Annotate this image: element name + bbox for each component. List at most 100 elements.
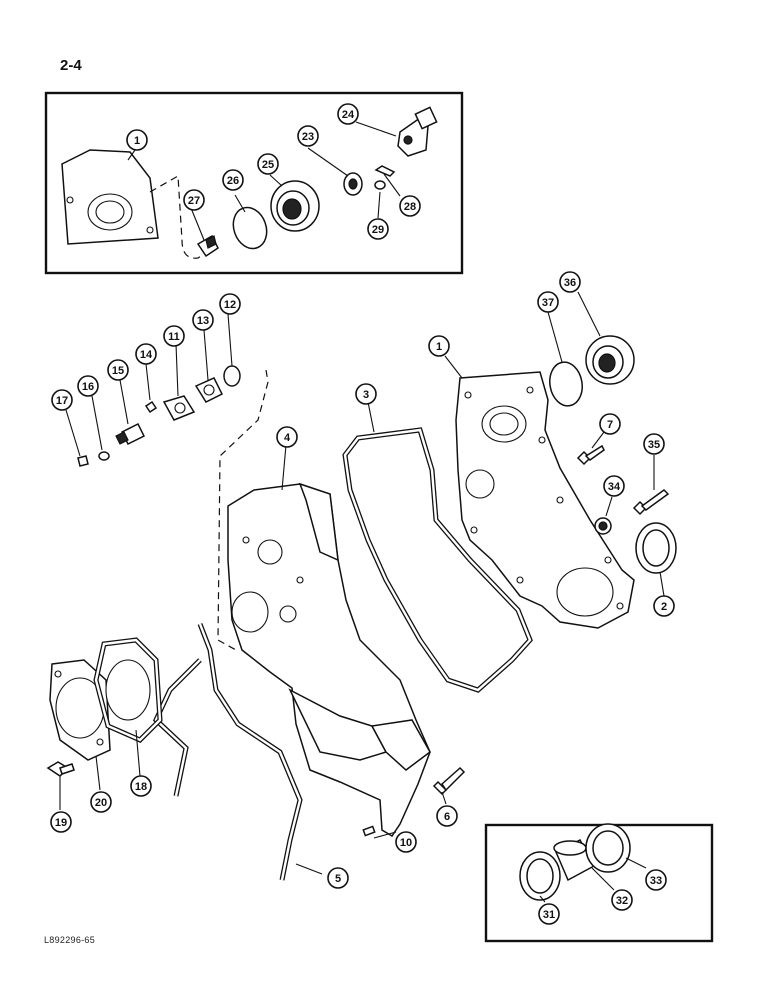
callout-4: 4 <box>276 426 298 448</box>
seal-36 <box>585 335 635 385</box>
callout-29: 29 <box>367 218 389 240</box>
callout-27: 27 <box>183 189 205 211</box>
svg-text:17: 17 <box>56 395 68 407</box>
fitting-34 <box>594 517 612 535</box>
svg-text:25: 25 <box>262 159 274 171</box>
callout-18: 18 <box>130 775 152 797</box>
inset-dashed-line <box>149 175 211 259</box>
svg-text:7: 7 <box>607 419 613 431</box>
front-gear-cover <box>455 371 635 629</box>
callout-2: 2 <box>653 595 675 617</box>
top-inset-frame <box>44 91 464 275</box>
screw-14 <box>144 400 158 414</box>
svg-text:29: 29 <box>372 224 384 236</box>
callout-26: 26 <box>222 169 244 191</box>
callout-12: 12 <box>219 293 241 315</box>
callout-15: 15 <box>107 359 129 381</box>
callout-3: 3 <box>355 383 377 405</box>
svg-text:2: 2 <box>661 601 667 613</box>
svg-text:35: 35 <box>648 439 660 451</box>
svg-text:1: 1 <box>134 135 140 147</box>
seal-33 <box>585 823 631 873</box>
svg-text:28: 28 <box>404 201 416 213</box>
callout-25: 25 <box>257 153 279 175</box>
sleeve-32 <box>553 839 596 882</box>
oil-seal-2 <box>635 522 677 574</box>
svg-text:6: 6 <box>444 811 450 823</box>
ring-12 <box>223 365 241 387</box>
callout-28: 28 <box>399 195 421 217</box>
o-ring-16 <box>98 451 110 461</box>
svg-text:36: 36 <box>564 277 576 289</box>
svg-text:1: 1 <box>436 341 442 353</box>
svg-text:27: 27 <box>188 195 200 207</box>
bottom-inset-frame <box>484 823 714 943</box>
callout-20: 20 <box>90 791 112 813</box>
page-number: 2-4 <box>60 57 82 74</box>
callout-13: 13 <box>192 309 214 331</box>
callout-14: 14 <box>135 343 157 365</box>
nut-17 <box>77 455 89 467</box>
svg-text:13: 13 <box>197 315 209 327</box>
svg-text:26: 26 <box>227 175 239 187</box>
dowel-pin <box>362 825 376 837</box>
svg-text:14: 14 <box>140 349 153 361</box>
inset-washer-23 <box>343 172 363 196</box>
svg-text:4: 4 <box>284 432 291 444</box>
callout-19: 19 <box>50 811 72 833</box>
lower-gasket <box>152 623 303 881</box>
bolt-19 <box>46 761 75 777</box>
svg-text:3: 3 <box>363 389 369 401</box>
svg-text:18: 18 <box>135 781 147 793</box>
gear-cover-gasket <box>342 427 533 693</box>
svg-text:12: 12 <box>224 299 236 311</box>
gear-housing <box>227 482 431 838</box>
cover-plate-gasket <box>93 637 163 743</box>
svg-text:19: 19 <box>55 817 67 829</box>
svg-text:20: 20 <box>95 797 107 809</box>
callout-32: 32 <box>611 889 633 911</box>
callout-1-inset: 1 <box>126 129 148 151</box>
svg-text:15: 15 <box>112 365 124 377</box>
svg-text:32: 32 <box>616 895 628 907</box>
inset-fitting-24 <box>397 106 438 157</box>
seal-ring-37 <box>549 361 583 407</box>
inset-washer-29 <box>374 180 386 190</box>
inset-front-cover <box>61 149 159 245</box>
callout-5: 5 <box>327 867 349 889</box>
callout-7: 7 <box>599 413 621 435</box>
callout-37: 37 <box>537 291 559 313</box>
svg-text:37: 37 <box>542 297 554 309</box>
svg-text:5: 5 <box>335 873 341 885</box>
seal-31 <box>519 851 561 901</box>
callout-16: 16 <box>77 375 99 397</box>
housing-dashed-line <box>217 369 269 651</box>
svg-text:23: 23 <box>302 131 314 143</box>
callout-23: 23 <box>297 125 319 147</box>
callout-36: 36 <box>559 271 581 293</box>
inset-screw-28 <box>374 165 396 177</box>
inset-ring-26 <box>232 206 268 250</box>
drawing-reference-code: L892296-65 <box>44 935 96 945</box>
svg-text:24: 24 <box>342 109 355 121</box>
callout-6: 6 <box>436 805 458 827</box>
svg-text:31: 31 <box>543 909 555 921</box>
callout-1-main: 1 <box>428 335 450 357</box>
svg-text:10: 10 <box>400 837 412 849</box>
svg-text:16: 16 <box>82 381 94 393</box>
inset-seal-25 <box>270 180 320 232</box>
bolt-35 <box>632 489 670 516</box>
callout-33: 33 <box>645 869 667 891</box>
housing-11 <box>162 395 196 421</box>
svg-text:11: 11 <box>168 331 180 343</box>
svg-text:34: 34 <box>608 481 621 493</box>
inset-sensor-part <box>196 234 219 258</box>
callout-17: 17 <box>51 389 73 411</box>
sensor-15 <box>115 422 146 446</box>
callout-10: 10 <box>395 831 417 853</box>
callout-24: 24 <box>337 103 359 125</box>
svg-text:33: 33 <box>650 875 662 887</box>
callout-31: 31 <box>538 903 560 925</box>
cover-plate <box>49 659 111 761</box>
